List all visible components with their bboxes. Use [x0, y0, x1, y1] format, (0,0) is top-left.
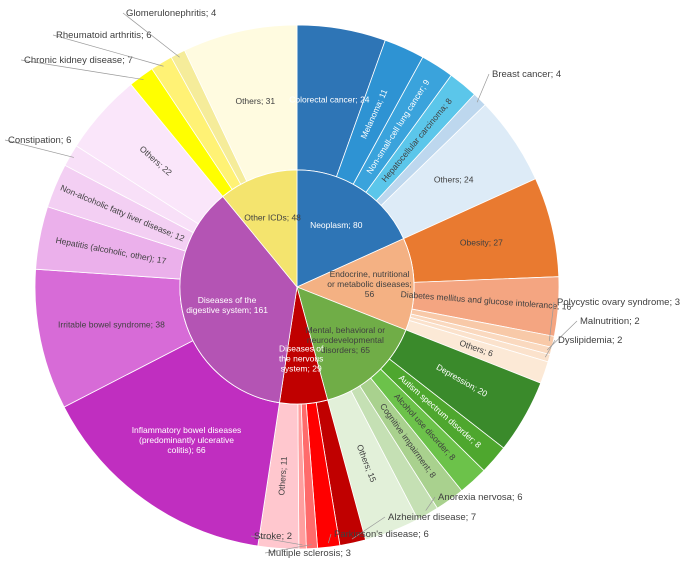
leader-line [351, 516, 386, 540]
leader-line [476, 73, 490, 103]
subcategory-label: Parkinson's disease; 6 [334, 529, 429, 540]
leader-line [548, 301, 555, 342]
subcategory-label: Chronic kidney disease; 7 [24, 55, 133, 66]
subcategory-label: Polycystic ovary syndrome; 3 [557, 297, 680, 308]
subcategory-label: Others; 11 [276, 456, 289, 496]
outer-ring [34, 24, 560, 550]
inner-ring [179, 169, 415, 405]
category-wedge-other-icds [222, 169, 298, 289]
subcategory-label: Glomerulonephritis; 4 [126, 8, 216, 19]
leader-line [20, 59, 144, 80]
leader-line [327, 533, 332, 544]
leader-line [4, 139, 74, 158]
subcategory-label: Breast cancer; 4 [492, 69, 561, 80]
subcategory-label: Dyslipidemia; 2 [558, 335, 622, 346]
category-label: Other ICDs; 48 [244, 213, 301, 223]
subcategory-label: Constipation; 6 [8, 135, 71, 146]
leader-line [264, 544, 312, 554]
subcategory-label: Malnutrition; 2 [580, 316, 640, 327]
leader-line [52, 34, 164, 67]
category-label: Neoplasm; 80 [310, 220, 363, 230]
subcategory-label: Obesity; 27 [460, 238, 503, 248]
leader-line [544, 339, 556, 358]
subcategory-label: Alzheimer disease; 7 [388, 512, 476, 523]
category-wedge-neoplasm [296, 169, 405, 288]
subcategory-label: Inflammatory bowel diseases(predominantl… [132, 425, 242, 455]
subcategory-label: Others; 24 [434, 175, 474, 185]
subcategory-label: Anorexia nervosa; 6 [438, 492, 523, 503]
leader-line [425, 496, 436, 511]
subcategory-label: Stroke; 2 [254, 531, 292, 542]
subcategory-label: Multiple sclerosis; 3 [268, 548, 351, 559]
subcategory-label: Irritable bowel syndrome; 38 [58, 320, 165, 330]
leader-line [122, 12, 180, 58]
category-wedge-diseases-of-the-digestive-system [179, 195, 298, 404]
subcategory-label: Others; 31 [235, 96, 275, 106]
subcategory-label: Rheumatoid arthritis; 6 [56, 30, 152, 41]
subcategory-label: Colorectal cancer; 24 [289, 95, 370, 105]
leader-line [250, 535, 303, 546]
